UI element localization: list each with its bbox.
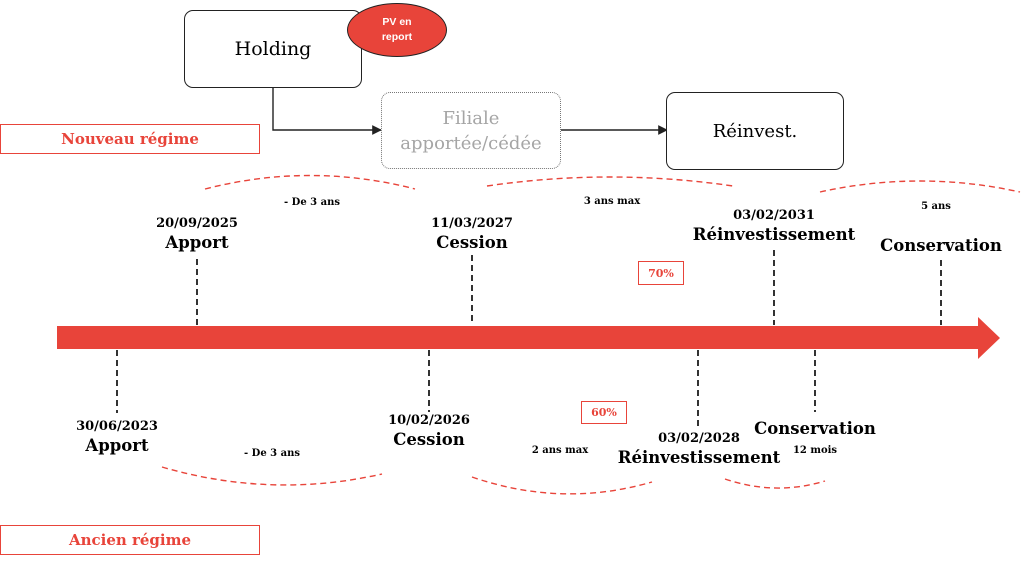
ancien-cession-date: 10/02/2026 — [388, 413, 470, 428]
nouveau-cession-label: Cession — [436, 233, 508, 252]
nouveau-regime-text: Nouveau régime — [61, 130, 199, 148]
ancien-regime-label: Ancien régime — [0, 525, 260, 555]
ancien-cession-label: Cession — [393, 430, 465, 449]
nouveau-reinvest-label: Réinvestissement — [692, 225, 856, 244]
ancien-reinvest-date: 03/02/2028 — [658, 431, 740, 446]
nouveau-apport-label: Apport — [165, 233, 229, 252]
nouveau-duration-apport-cession: - De 3 ans — [284, 197, 340, 208]
nouveau-regime-label: Nouveau régime — [0, 124, 260, 154]
nouveau-cession-date: 11/03/2027 — [431, 216, 513, 231]
nouveau-percent-badge: 70% — [638, 261, 684, 285]
ancien-reinvest-label: Réinvestissement — [617, 448, 781, 467]
nouveau-conservation-label: Conservation — [880, 236, 1002, 255]
arc-ancien-apport-cession — [161, 466, 383, 486]
nouveau-apport-date: 20/09/2025 — [156, 216, 238, 231]
nouveau-percent-text: 70% — [648, 266, 674, 280]
pv-en-report-badge: PV en report — [347, 3, 447, 57]
holding-to-filiale-connector — [272, 88, 382, 135]
reinvest-box: Réinvest. — [666, 92, 844, 170]
ancien-regime-text: Ancien régime — [68, 531, 192, 549]
holding-label: Holding — [234, 38, 312, 60]
ancien-conservation-label: Conservation — [754, 419, 876, 438]
timeline-arrow — [57, 317, 1000, 359]
filiale-label-line2: apportée/cédée — [400, 132, 542, 154]
filiale-box: Filiale apportée/cédée — [381, 92, 561, 169]
ancien-percent-text: 60% — [591, 406, 617, 419]
arc-nouveau-apport-cession — [204, 174, 416, 190]
pv-badge-line2: report — [381, 31, 413, 43]
arc-nouveau-conservation — [819, 180, 1021, 193]
ancien-duration-conservation: 12 mois — [792, 445, 838, 456]
filiale-label-line1: Filiale — [442, 107, 500, 129]
nouveau-duration-conservation: 5 ans — [921, 201, 951, 212]
arc-nouveau-cession-reinvest — [486, 176, 734, 187]
holding-box: Holding — [184, 10, 362, 88]
ancien-percent-badge: 60% — [581, 401, 627, 424]
ancien-duration-apport-cession: - De 3 ans — [244, 448, 300, 459]
reinvest-label: Réinvest. — [712, 120, 798, 142]
nouveau-duration-cession-reinvest: 3 ans max — [583, 196, 641, 207]
nouveau-reinvest-date: 03/02/2031 — [733, 208, 815, 223]
ancien-apport-date: 30/06/2023 — [76, 419, 158, 434]
ancien-apport-label: Apport — [85, 436, 149, 455]
arc-ancien-conservation — [724, 478, 826, 489]
arc-ancien-cession-reinvest — [471, 476, 653, 495]
pv-badge-line1: PV en — [382, 16, 412, 28]
ancien-duration-cession-reinvest: 2 ans max — [531, 445, 589, 456]
